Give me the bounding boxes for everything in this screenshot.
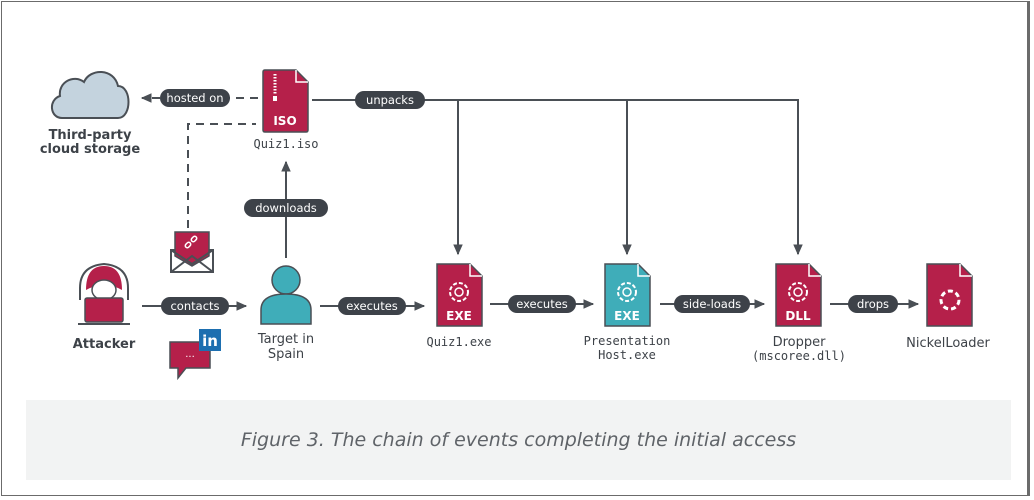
node-quiz-exe: EXE Quiz1.exe xyxy=(426,263,492,349)
pill-executes-1-text: executes xyxy=(346,299,398,313)
figure-caption: Figure 3. The chain of events completing… xyxy=(240,429,797,451)
presentation-host-label-line1: Presentation xyxy=(584,334,671,348)
node-dropper-dll: DLL Dropper (mscoree.dll) xyxy=(752,263,846,363)
cloud-label-line2: cloud storage xyxy=(40,142,141,157)
attacker-label: Attacker xyxy=(73,337,136,352)
caption-box: Figure 3. The chain of events completing… xyxy=(26,400,1011,480)
zip-file-icon: ISO xyxy=(262,69,309,133)
presentation-host-label-line2: Host.exe xyxy=(598,348,656,362)
pill-downloads-text: downloads xyxy=(255,201,317,215)
edge-unpacks-line xyxy=(312,99,803,256)
node-iso-file: ISO Quiz1.iso xyxy=(253,69,319,151)
pill-contacts: contacts xyxy=(161,297,229,315)
dropper-label-line2: (mscoree.dll) xyxy=(752,349,846,363)
edge-email-to-iso-dashed xyxy=(187,123,256,228)
pill-contacts-text: contacts xyxy=(170,299,219,313)
gear-file-icon: DLL xyxy=(775,263,822,327)
pill-unpacks-text: unpacks xyxy=(366,93,414,107)
pill-unpacks: unpacks xyxy=(355,91,425,109)
iso-ext: ISO xyxy=(273,114,296,128)
presentation-host-ext: EXE xyxy=(614,309,640,323)
node-presentation-host: EXE Presentation Host.exe xyxy=(584,263,671,362)
hooded-hacker-icon xyxy=(78,262,130,325)
email-link-icon xyxy=(170,231,214,273)
attack-chain-diagram: hosted on unpacks downloads contacts exe… xyxy=(40,69,990,381)
nickelloader-label: NickelLoader xyxy=(906,336,990,351)
node-cloud-storage: Third-party cloud storage xyxy=(40,71,141,157)
linkedin-message-icon: ··· in xyxy=(169,329,221,381)
node-attacker: Attacker xyxy=(73,262,136,352)
user-icon xyxy=(260,265,312,325)
gear-file-icon: EXE xyxy=(604,263,651,327)
pill-side-loads: side-loads xyxy=(674,295,750,313)
linkedin-badge: in xyxy=(202,332,218,350)
iso-label: Quiz1.iso xyxy=(253,137,318,151)
linkedin-dots: ··· xyxy=(185,352,195,363)
pill-drops-text: drops xyxy=(857,297,889,311)
dropper-label-line1: Dropper xyxy=(773,335,827,350)
pill-executes-2-text: executes xyxy=(516,297,568,311)
loader-file-icon xyxy=(926,263,973,327)
pill-side-loads-text: side-loads xyxy=(683,297,741,311)
quiz-exe-ext: EXE xyxy=(446,309,472,323)
node-target: Target in Spain xyxy=(257,265,314,362)
gear-file-icon: EXE xyxy=(436,263,483,327)
dropper-ext: DLL xyxy=(785,309,811,323)
pill-hosted-on-text: hosted on xyxy=(166,91,223,105)
pill-hosted-on: hosted on xyxy=(160,89,230,107)
cloud-icon xyxy=(51,71,130,119)
cloud-label-line1: Third-party xyxy=(49,128,132,143)
target-label-line1: Target in xyxy=(257,332,314,347)
pill-executes-1: executes xyxy=(338,297,406,315)
pill-executes-2: executes xyxy=(508,295,576,313)
pill-drops: drops xyxy=(848,295,898,313)
quiz-exe-label: Quiz1.exe xyxy=(426,335,491,349)
node-nickelloader: NickelLoader xyxy=(906,263,990,351)
target-label-line2: Spain xyxy=(268,347,304,362)
pill-downloads: downloads xyxy=(244,199,328,217)
